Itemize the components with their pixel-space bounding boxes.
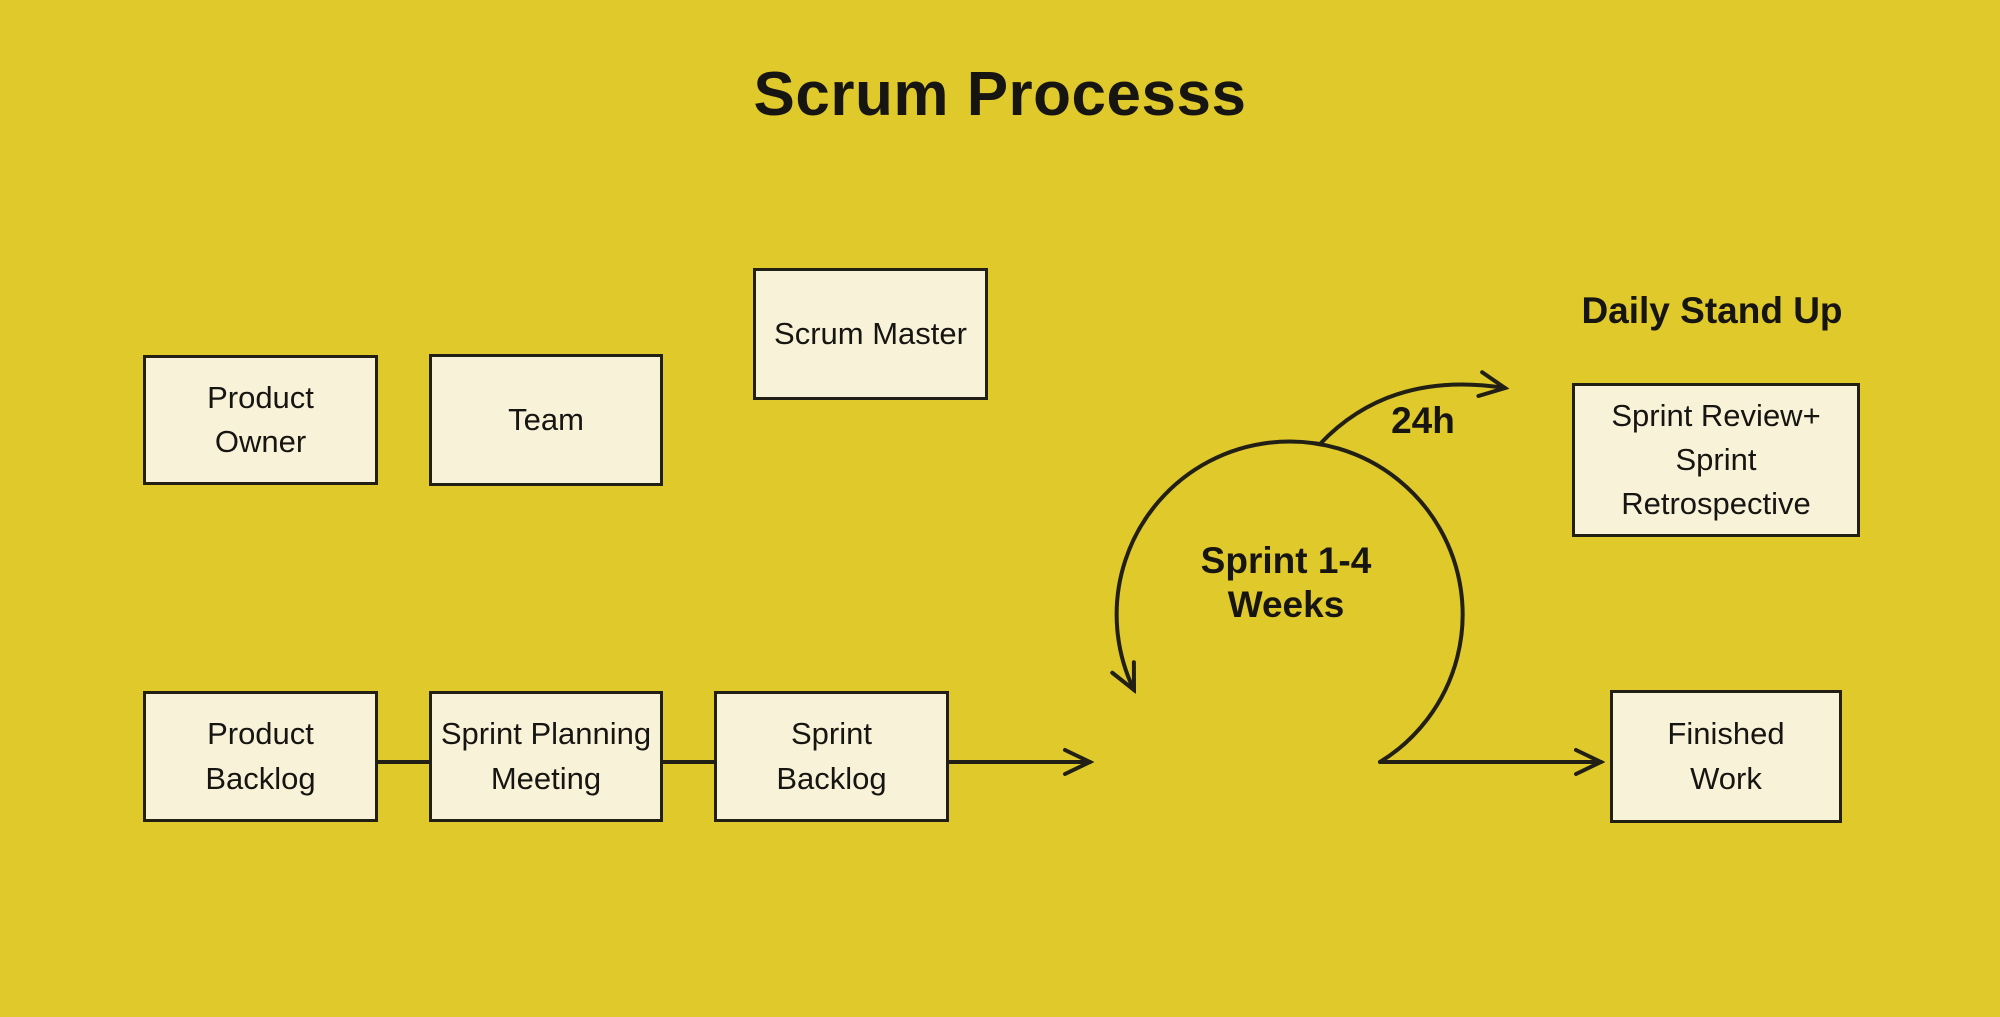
daily-stand-up-label: Daily Stand Up <box>1581 290 1843 331</box>
node-finished-work: Finished Work <box>1610 690 1842 823</box>
node-sprint-planning-meeting: Sprint Planning Meeting <box>429 691 663 822</box>
node-product-backlog: Product Backlog <box>143 691 378 822</box>
node-scrum-master-label: Scrum Master <box>774 315 967 351</box>
node-scrum-master: Scrum Master <box>753 268 988 400</box>
node-team-label: Team <box>508 401 584 437</box>
node-sprint-backlog-label: Sprint Backlog <box>776 716 887 796</box>
arrow-24h-daily-standup <box>1318 384 1505 446</box>
sprint-loop-arc <box>1117 439 1465 764</box>
node-sprint-backlog: Sprint Backlog <box>714 691 949 822</box>
node-sprint-planning-meeting-label: Sprint Planning Meeting <box>440 716 652 796</box>
sprint-cycle-label: Sprint 1-4 Weeks <box>1200 540 1372 626</box>
node-sprint-review-retrospective-label: Sprint Review+ Sprint Retrospective <box>1611 397 1821 521</box>
node-product-owner: Product Owner <box>143 355 378 485</box>
node-finished-work-label: Finished Work <box>1667 716 1785 796</box>
node-sprint-review-retrospective: Sprint Review+ Sprint Retrospective <box>1572 383 1860 537</box>
diagram-title: Scrum Processs <box>753 60 1247 129</box>
node-product-owner-label: Product Owner <box>207 379 314 459</box>
node-team: Team <box>429 354 663 486</box>
24h-interval-label: 24h <box>1391 400 1455 441</box>
node-product-backlog-label: Product Backlog <box>205 716 316 796</box>
